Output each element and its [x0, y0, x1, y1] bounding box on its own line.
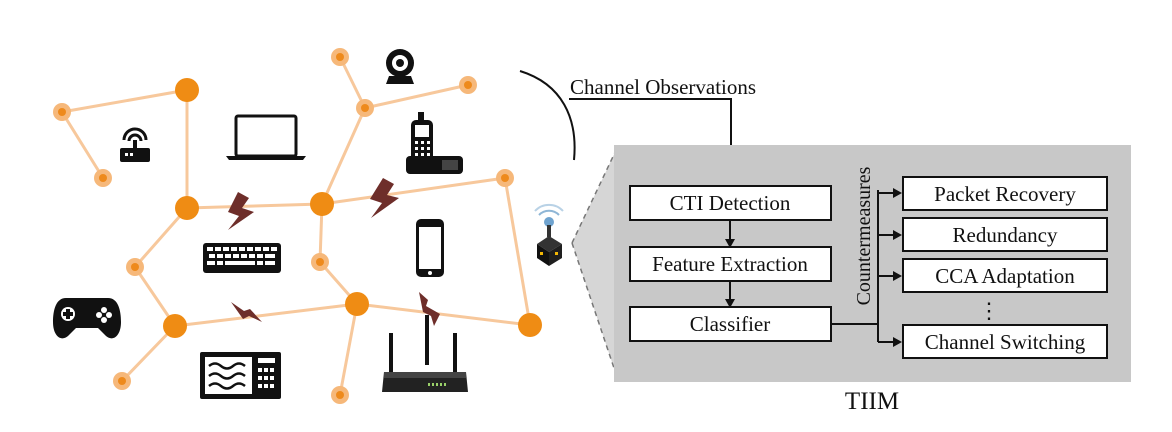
countermeasures-label: Countermeasures	[853, 166, 875, 305]
small-node	[53, 103, 71, 121]
cca-adaptation-box	[902, 258, 1108, 293]
small-node	[94, 169, 112, 187]
small-node	[496, 169, 514, 187]
interference-bolts	[228, 178, 440, 326]
classifier-label: Classifier	[690, 312, 770, 336]
feature-extraction-box	[629, 246, 832, 282]
countermeasure-arrowheads	[893, 188, 902, 347]
pipeline: CTI Detection Feature Extraction Classif…	[629, 185, 832, 342]
cti-detection-label: CTI Detection	[670, 191, 791, 215]
small-node	[459, 76, 477, 94]
countermeasure-connectors	[831, 190, 894, 343]
redundancy-box	[902, 217, 1108, 252]
cca-adaptation-label: CCA Adaptation	[935, 264, 1075, 288]
zoom-callout	[572, 146, 618, 380]
keyboard-icon	[203, 243, 281, 273]
lightning-icon	[419, 292, 440, 326]
observation-arc	[519, 70, 576, 161]
arrowhead	[725, 239, 735, 248]
feature-extraction-label: Feature Extraction	[652, 252, 808, 276]
network-nodes	[53, 48, 542, 404]
small-node	[331, 48, 349, 66]
webcam-icon	[386, 49, 414, 84]
more-countermeasures-ellipsis: ⋮	[978, 298, 1000, 323]
router-icon	[120, 127, 150, 162]
channel-switching-box	[902, 324, 1108, 359]
cordless-phone-icon	[406, 112, 463, 174]
network-links	[60, 55, 532, 397]
tiim-caption: TIIM	[845, 388, 899, 415]
smartphone-icon	[416, 219, 444, 277]
classifier-box	[629, 306, 832, 342]
packet-recovery-label: Packet Recovery	[934, 182, 1076, 206]
small-node	[126, 258, 144, 276]
redundancy-label: Redundancy	[953, 223, 1058, 247]
small-node	[331, 386, 349, 404]
large-node	[345, 292, 369, 316]
gamepad-icon	[53, 298, 121, 339]
zoom-callout-edge-bottom	[571, 242, 619, 381]
large-node	[163, 314, 187, 338]
large-node	[175, 196, 199, 220]
small-node	[311, 253, 329, 271]
channel-switching-label: Channel Switching	[925, 330, 1086, 354]
packet-recovery-box	[902, 176, 1108, 211]
countermeasure-list: Packet Recovery Redundancy CCA Adaptatio…	[902, 176, 1108, 359]
lightning-icon	[228, 192, 254, 230]
lightning-icon	[231, 302, 262, 322]
wifi-router-icon	[382, 315, 468, 392]
large-node	[310, 192, 334, 216]
channel-observations-label: Channel Observations	[570, 75, 756, 99]
cti-detection-box	[629, 185, 832, 221]
small-node	[356, 99, 374, 117]
large-node	[518, 313, 542, 337]
large-node	[175, 78, 199, 102]
laptop-icon	[226, 114, 306, 160]
lightning-icon	[370, 178, 399, 218]
iot-node-icon	[534, 203, 564, 266]
arrowhead	[725, 299, 735, 308]
microwave-icon	[200, 352, 281, 399]
small-node	[113, 372, 131, 390]
